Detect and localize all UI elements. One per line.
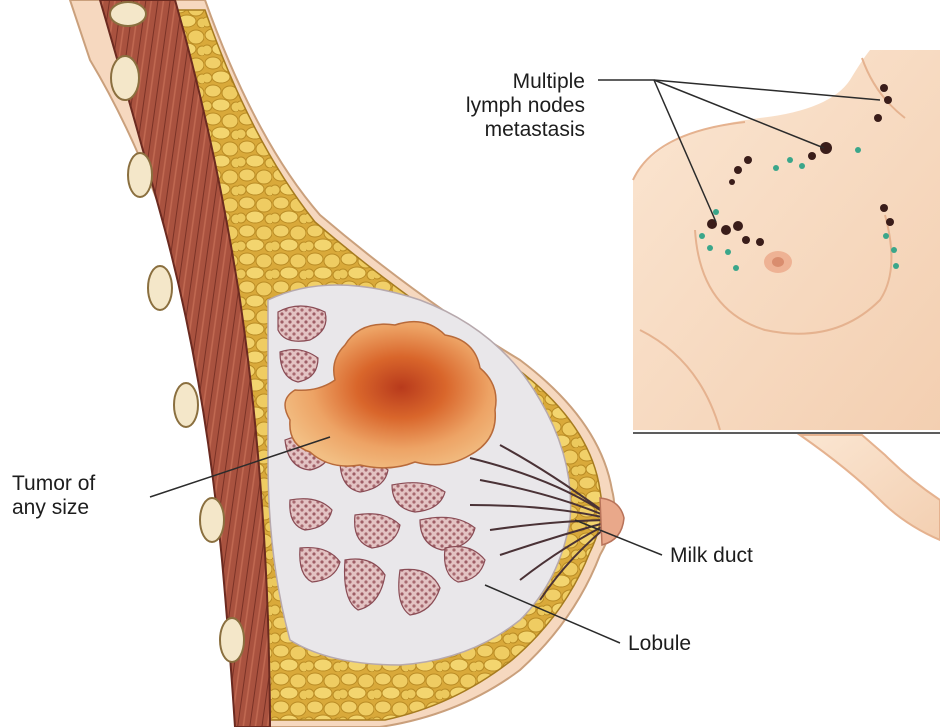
rib bbox=[128, 153, 152, 197]
tumor-label-line-2: any size bbox=[12, 496, 152, 520]
lymph-label-line-2: lymph nodes bbox=[420, 94, 585, 118]
rib bbox=[174, 383, 198, 427]
rib bbox=[200, 498, 224, 542]
lobule-label: Lobule bbox=[628, 632, 691, 656]
lymph-label-line-3: metastasis bbox=[420, 118, 585, 142]
rib bbox=[220, 618, 244, 662]
rib bbox=[111, 56, 139, 100]
rib bbox=[148, 266, 172, 310]
tumor-label: Tumor of any size bbox=[12, 472, 152, 520]
rib bbox=[110, 2, 146, 26]
lymph-label-line-1: Multiple bbox=[420, 70, 585, 94]
milk-duct-label: Milk duct bbox=[670, 544, 753, 568]
lymph-nodes-label: Multiple lymph nodes metastasis bbox=[420, 70, 585, 142]
nipple-inset bbox=[764, 251, 792, 273]
tumor-label-line-1: Tumor of bbox=[12, 472, 152, 496]
